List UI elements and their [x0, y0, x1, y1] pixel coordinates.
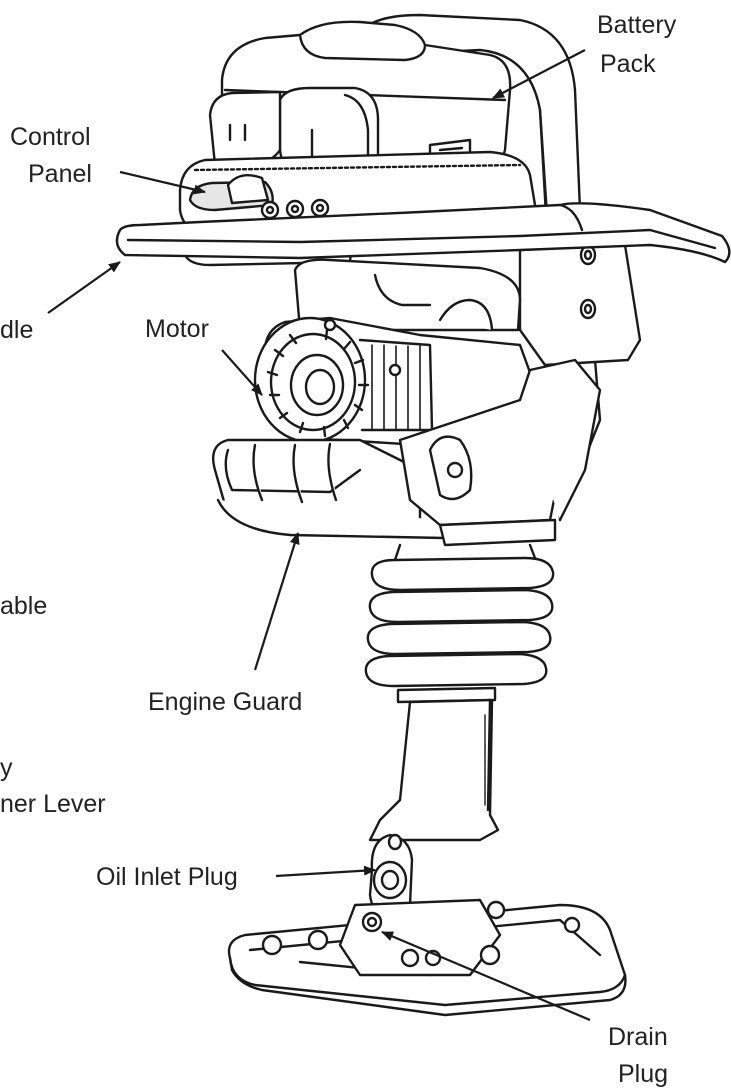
engine-guard — [211, 438, 447, 540]
bellows — [364, 543, 555, 688]
label-battery-pack-line1: Battery — [597, 11, 677, 39]
motor — [253, 316, 542, 447]
leader-motor — [221, 349, 263, 396]
label-cable-partial: able — [0, 592, 47, 620]
machine-drawing — [115, 13, 731, 1017]
label-drain-plug-line1: Drain — [608, 1023, 668, 1051]
leader-battery-pack — [492, 49, 586, 99]
label-lever-partial-line1: y — [0, 754, 13, 782]
leg-cylinder — [368, 686, 500, 842]
label-control-panel-line1: Control — [10, 123, 91, 151]
leader-drain-plug — [381, 930, 591, 1022]
leader-handle — [47, 261, 121, 314]
leader-lines — [47, 49, 591, 1022]
label-handle-partial: dle — [0, 316, 33, 344]
label-control-panel-line2: Panel — [28, 160, 92, 188]
label-oil-inlet-plug: Oil Inlet Plug — [96, 863, 238, 891]
label-drain-plug-line2: Plug — [618, 1060, 668, 1088]
callout-labels: Battery Pack Control Panel dle Motor abl… — [0, 11, 677, 1088]
mount-shroud — [293, 258, 522, 332]
base-plate — [227, 898, 627, 1017]
label-battery-pack-line2: Pack — [600, 50, 656, 78]
leader-control-panel — [119, 170, 206, 195]
label-lever-partial-line2: ner Lever — [0, 790, 106, 818]
battery-pack — [208, 20, 512, 177]
label-motor: Motor — [145, 315, 209, 343]
handle-bar — [115, 202, 731, 264]
side-bracket — [518, 243, 642, 367]
leader-engine-guard — [253, 532, 300, 671]
label-engine-guard: Engine Guard — [148, 688, 302, 716]
leader-oil-inlet-plug — [275, 865, 376, 878]
crankcase — [398, 358, 602, 547]
